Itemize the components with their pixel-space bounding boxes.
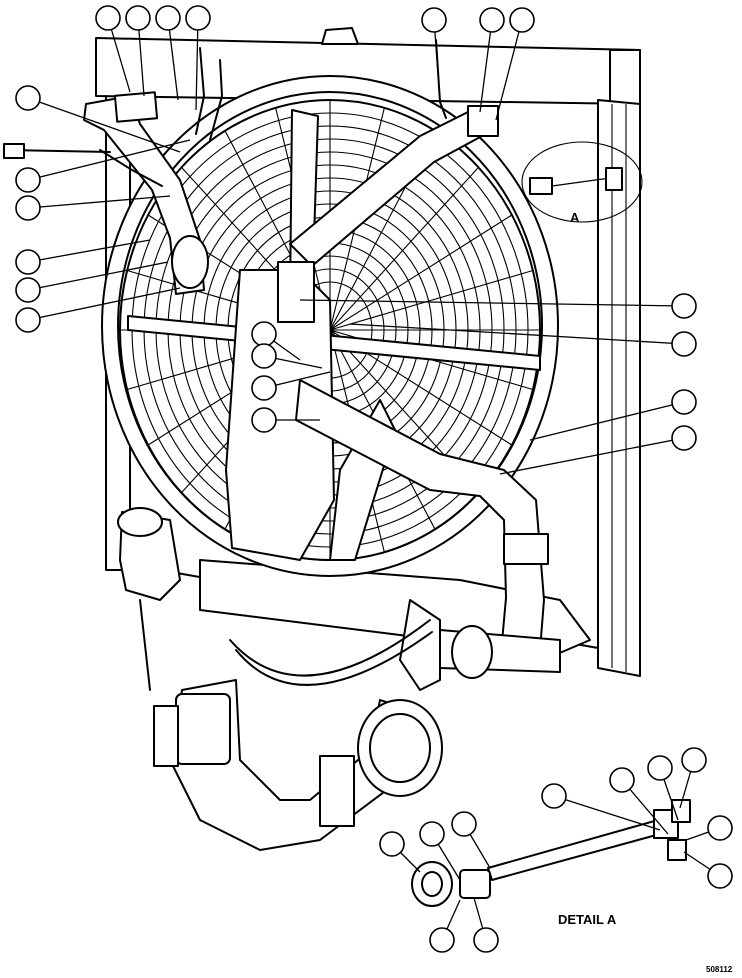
callout-leader (499, 437, 685, 475)
callout-bubble (15, 307, 41, 333)
lines-and-tubes (3, 39, 447, 691)
callout-bubble (419, 821, 445, 847)
callout-bubble (15, 85, 41, 111)
callout-bubble (95, 5, 121, 31)
callout-bubble (15, 167, 41, 193)
callout-bubble (451, 811, 477, 837)
callout-leader (349, 323, 685, 345)
detail-a-inset: DETAIL A (411, 799, 691, 927)
callout-bubble (509, 7, 535, 33)
callout-bubble (125, 5, 151, 31)
callout-bubble (251, 375, 277, 401)
callout-bubble (647, 755, 673, 781)
callout-leader (27, 287, 181, 321)
callout-bubble (671, 293, 697, 319)
callout-leader (27, 261, 169, 291)
callout-leader (27, 97, 181, 153)
callout-leader (433, 19, 441, 101)
callout-leader (27, 195, 171, 209)
callout-leader (479, 19, 493, 113)
callout-bubble (671, 425, 697, 451)
fan-guard-spoke (329, 166, 479, 331)
callout-bubble (251, 343, 277, 369)
radiator-frame (95, 27, 641, 677)
detail-callout-letter: A (570, 210, 580, 225)
callout-bubble (15, 249, 41, 275)
coolant-hoses (83, 91, 561, 851)
callout-bubble (185, 5, 211, 31)
callout-bubbles (15, 5, 733, 953)
detail-a-marker: A (521, 141, 643, 225)
callout-bubble (251, 321, 277, 347)
callout-bubble (479, 7, 505, 33)
callout-bubble (15, 195, 41, 221)
callout-leader (299, 299, 685, 307)
callout-bubble (421, 7, 447, 33)
callout-leader (27, 139, 191, 181)
callout-bubble (671, 389, 697, 415)
callout-leader (195, 17, 199, 111)
callout-bubble (681, 747, 707, 773)
callout-bubble (707, 863, 733, 889)
callout-bubble (609, 767, 635, 793)
callout-bubble (671, 331, 697, 357)
detail-title: DETAIL A (558, 912, 617, 927)
callout-leader (167, 17, 179, 101)
callout-leader (495, 19, 523, 121)
callout-bubble (541, 783, 567, 809)
leader-lines (27, 17, 721, 941)
figure-number: 508112 (706, 965, 733, 974)
callout-leader (137, 17, 145, 97)
callout-leader (107, 17, 131, 93)
callout-bubble (473, 927, 499, 953)
callout-bubble (707, 815, 733, 841)
fan-guard-spoke (329, 214, 513, 331)
callout-bubble (251, 407, 277, 433)
callout-bubble (155, 5, 181, 31)
callout-bubble (429, 927, 455, 953)
callout-bubble (379, 831, 405, 857)
callout-leader (553, 795, 661, 831)
callout-leader (27, 239, 151, 263)
callout-leader (529, 401, 685, 441)
callout-bubble (15, 277, 41, 303)
fan-guard-spoke (329, 269, 533, 331)
